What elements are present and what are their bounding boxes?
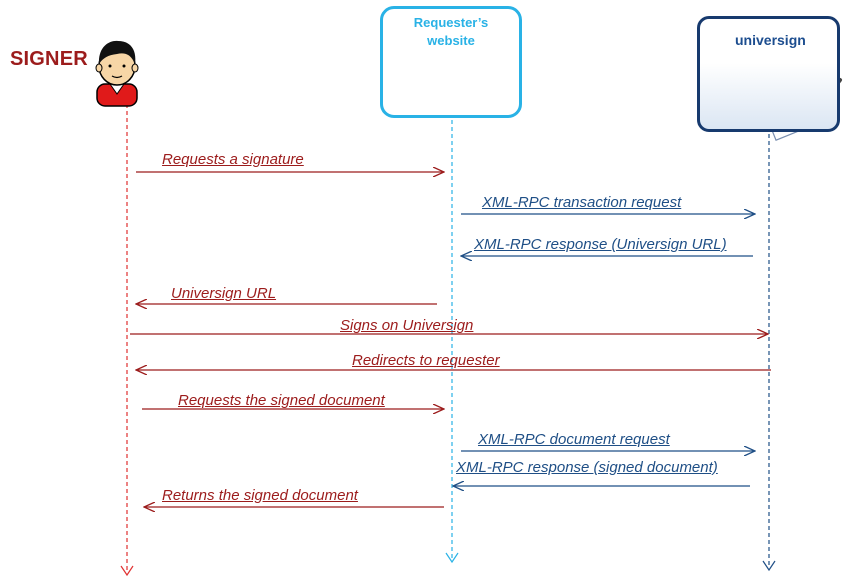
person-icon bbox=[95, 40, 139, 107]
message-label-8: XML-RPC document request bbox=[478, 431, 670, 448]
requester-lifeline-arrow bbox=[445, 552, 459, 564]
message-label-4: Universign URL bbox=[171, 285, 277, 302]
message-label-2: XML-RPC transaction request bbox=[482, 194, 682, 211]
message-label-7: Requests the signed document bbox=[178, 392, 385, 409]
signer-lifeline-arrow bbox=[120, 565, 134, 577]
message-label-10: Returns the signed document bbox=[162, 487, 358, 504]
message-label-6: Redirects to requester bbox=[352, 352, 500, 369]
universign-box bbox=[697, 16, 840, 132]
message-label-3: XML-RPC response (Universign URL) bbox=[474, 236, 727, 253]
universign-logo: universign bbox=[735, 32, 806, 48]
requester-website-box bbox=[380, 6, 522, 118]
message-label-1: Requests a signature bbox=[162, 151, 304, 168]
requester-label-line2: website bbox=[427, 33, 475, 48]
signer-label: SIGNER bbox=[10, 48, 88, 70]
universign-lifeline-arrow bbox=[762, 560, 776, 572]
requester-label-line1: Requester’s bbox=[413, 15, 489, 30]
message-label-9: XML-RPC response (signed document) bbox=[456, 459, 718, 476]
message-label-5: Signs on Universign bbox=[340, 317, 474, 334]
requester-website-label: Requester’s website bbox=[383, 14, 519, 50]
